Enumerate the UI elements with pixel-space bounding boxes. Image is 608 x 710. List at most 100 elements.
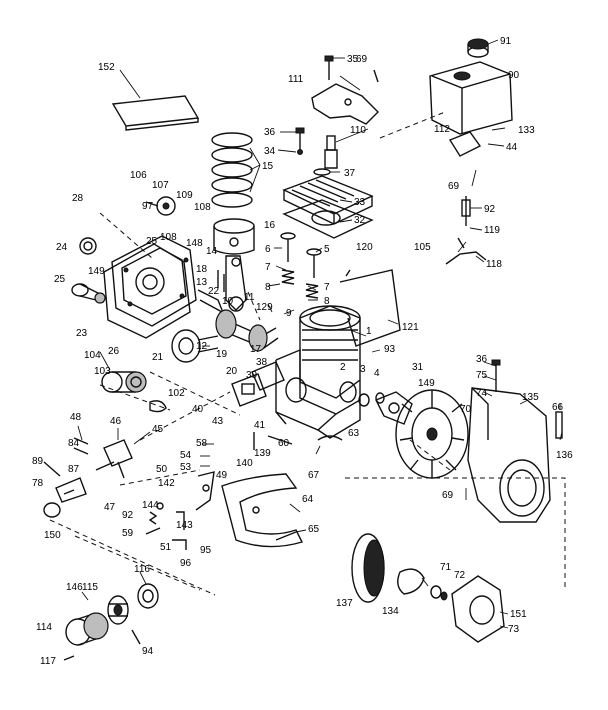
callout-8: 8: [265, 282, 271, 293]
clip-66-136: [555, 411, 563, 439]
callout-60: 60: [278, 438, 290, 449]
callout-111: 111: [288, 74, 304, 85]
callout-137: 137: [336, 598, 353, 609]
callout-43: 43: [212, 416, 224, 427]
callout-69: 69: [356, 54, 368, 65]
callout-110: 110: [350, 125, 366, 136]
callout-48: 48: [70, 412, 82, 423]
blower-housing: [467, 387, 551, 523]
screw-69-top: [373, 69, 379, 83]
callout-114: 114: [36, 622, 52, 633]
starter-pulley-151: [451, 575, 505, 643]
callout-144: 144: [142, 500, 159, 511]
callout-47: 47: [104, 502, 116, 513]
callout-134: 134: [382, 606, 399, 617]
callout-152: 152: [98, 62, 115, 73]
head-washer-37: [313, 168, 331, 176]
callout-97: 97: [142, 201, 154, 212]
callout-116: 116: [134, 564, 150, 575]
callout-140: 140: [236, 458, 253, 469]
callout-70: 70: [460, 404, 472, 415]
callout-93: 93: [384, 344, 396, 355]
callout-59: 59: [122, 528, 134, 539]
callout-1: 1: [366, 326, 372, 337]
callout-36: 36: [264, 127, 276, 138]
callout-19: 19: [216, 349, 228, 360]
callout-148: 149: [88, 266, 105, 277]
head-gasket: [282, 199, 374, 239]
callout-26: 26: [108, 346, 120, 357]
callout-74: 74: [476, 388, 488, 399]
callout-9: 9: [286, 308, 292, 319]
washer-3-4: [358, 392, 385, 407]
screw-117: [63, 655, 75, 661]
callout-109: 109: [176, 190, 193, 201]
callout-28: 28: [72, 193, 84, 204]
callout-labels: 91 90 35 69 152 111 110 112 133 44 36 34…: [32, 36, 573, 667]
crankcase-cover: [111, 235, 197, 327]
callout-21: 21: [152, 352, 164, 363]
air-baffle-plate: [311, 83, 379, 125]
oil-seal-24: [79, 237, 97, 255]
callout-91: 91: [500, 36, 512, 47]
callout-10: 10: [222, 296, 234, 307]
callout-37: 37: [344, 168, 356, 179]
throttle-bracket-112: [448, 131, 482, 157]
muffler-bracket-102: [149, 400, 167, 413]
fuel-line-bracket: [172, 511, 187, 550]
callout-66: 66: [552, 402, 564, 413]
callout-96: 96: [180, 558, 192, 569]
callout-17: 17: [250, 344, 262, 355]
valve-springs: [281, 269, 319, 299]
starter-gear-115: [107, 595, 129, 625]
callout-151: 151: [510, 609, 527, 620]
callout-104: 104: [84, 350, 101, 361]
bolt-36-right: [491, 359, 501, 392]
link-118: [445, 237, 487, 265]
callout-149: 149: [418, 378, 435, 389]
gasket-set-box: [111, 69, 200, 131]
callout-108: 108: [194, 202, 211, 213]
breather-tube-63: [317, 435, 343, 441]
callout-53: 53: [180, 462, 192, 473]
spark-plug-110: [324, 135, 338, 169]
starter-drum-114: [65, 612, 109, 646]
callout-7: 7: [265, 262, 271, 273]
rod-bolts-18: [217, 270, 225, 292]
callout-46: 46: [110, 416, 122, 427]
callout-142: 142: [158, 478, 175, 489]
crankshaft: [197, 289, 279, 352]
callout-133: 133: [518, 125, 535, 136]
callout-148: 148: [186, 238, 203, 249]
callout-72: 72: [454, 570, 466, 581]
callout-69: 69: [448, 181, 460, 192]
callout-38: 38: [256, 357, 268, 368]
callout-95: 95: [200, 545, 212, 556]
callout-41: 41: [254, 420, 266, 431]
carb-spacer: [251, 361, 285, 391]
callout-119: 119: [484, 225, 500, 236]
piston-rings: [211, 132, 253, 208]
callout-18: 18: [196, 264, 208, 275]
intake-gasket: [231, 373, 267, 407]
flywheel: [395, 389, 469, 479]
callout-3: 3: [360, 364, 366, 375]
callout-75: 75: [476, 370, 488, 381]
callout-58: 58: [196, 438, 208, 449]
callout-71: 71: [440, 562, 452, 573]
callout-102: 102: [168, 388, 185, 399]
ring-gear-137: [351, 533, 385, 603]
starter-cup-134: [397, 568, 425, 595]
callout-105: 105: [414, 242, 431, 253]
callout-139: 139: [254, 448, 271, 459]
callout-7: 7: [324, 282, 330, 293]
callout-150: 150: [44, 530, 61, 541]
engine-block: [275, 305, 361, 439]
callout-136: 136: [556, 450, 573, 461]
governor-gear-107: [145, 196, 176, 216]
callout-23: 23: [76, 328, 88, 339]
callout-20: 20: [226, 366, 238, 377]
washers-71-72: [430, 585, 448, 601]
bolt-36-top: [295, 127, 305, 155]
